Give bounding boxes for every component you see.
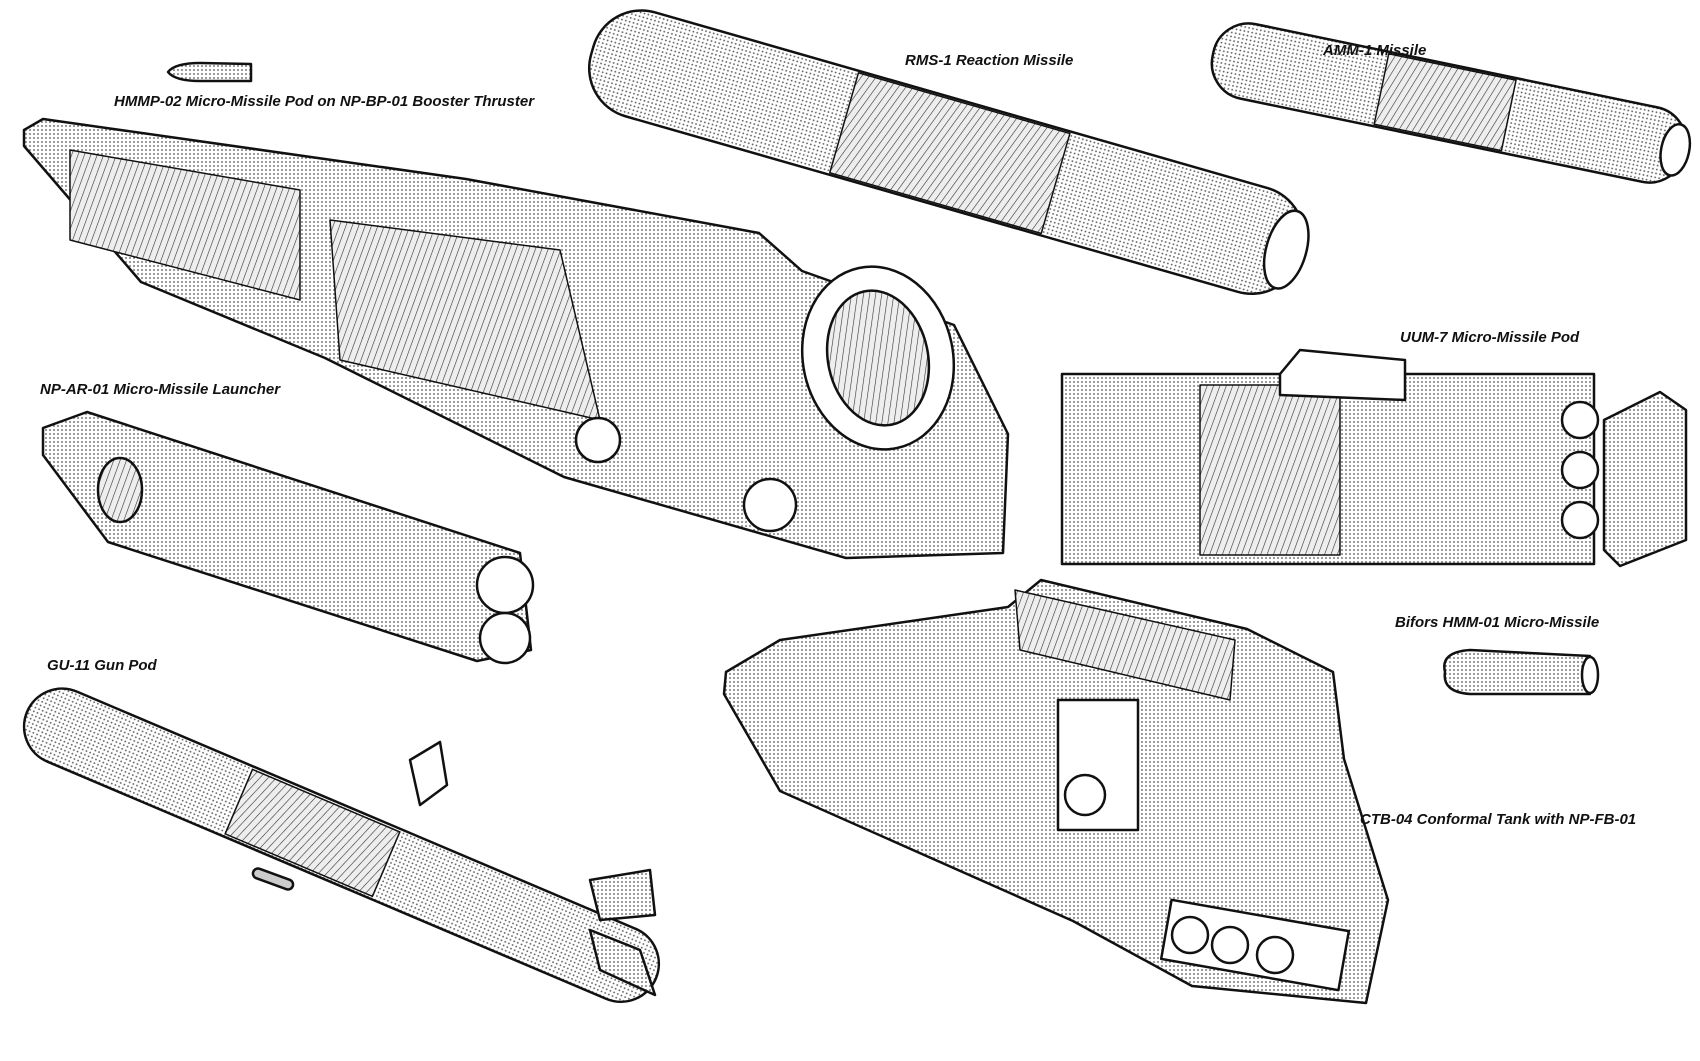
label-ctb-04: CTB-04 Conformal Tank with NP-FB-01 — [1360, 811, 1637, 828]
label-amm-1: AMM-1 Missile — [1323, 42, 1427, 59]
np-bp-01-booster-thruster — [22, 117, 1010, 560]
np-ar-01-micro-missile-launcher — [41, 410, 535, 665]
amm-1-missile — [1210, 22, 1692, 184]
label-np-ar-01: NP-AR-01 Micro-Missile Launcher — [40, 381, 281, 398]
label-uum-7: UUM-7 Micro-Missile Pod — [1400, 329, 1580, 346]
label-rms-1: RMS-1 Reaction Missile — [905, 52, 1074, 69]
label-hmmp-02: HMMP-02 Micro-Missile Pod on NP-BP-01 Bo… — [114, 93, 535, 110]
hmmp-micro-missile — [166, 61, 253, 83]
ctb-04-conformal-tank — [722, 578, 1390, 1005]
label-gu-11: GU-11 Gun Pod — [47, 657, 157, 674]
rms-1-reaction-missile — [587, 9, 1310, 296]
bifors-hmm-01-micro-missile — [1443, 648, 1600, 696]
uum-7-micro-missile-pod — [1060, 348, 1688, 568]
gu-11-gun-pod — [22, 687, 661, 1004]
label-bifors-hmm-01: Bifors HMM-01 Micro-Missile — [1395, 614, 1600, 631]
